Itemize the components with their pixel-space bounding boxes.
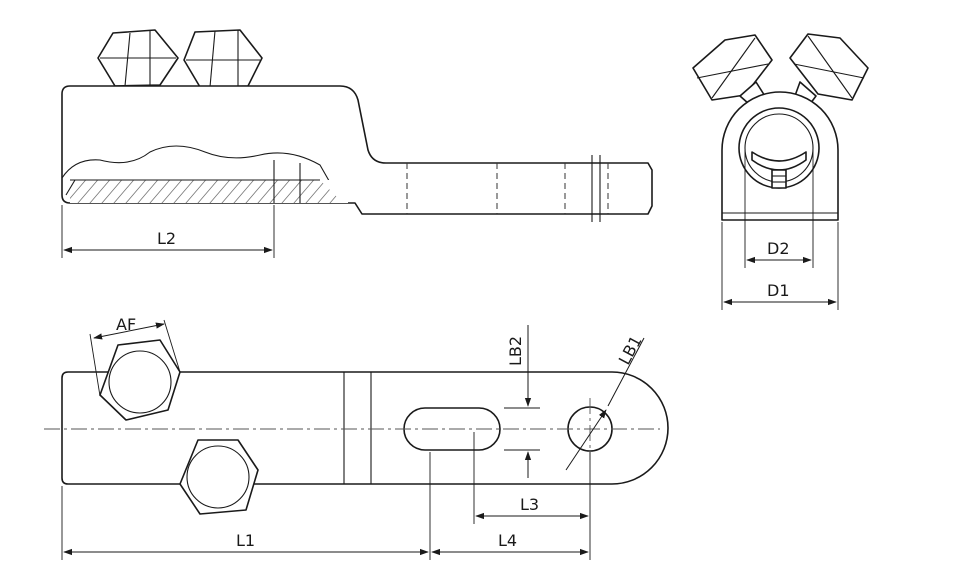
- top-view: [44, 339, 669, 515]
- label-L1: L1: [236, 531, 255, 550]
- label-LB1: LB1: [615, 332, 646, 367]
- label-L4: L4: [498, 531, 517, 550]
- side-view: [61, 29, 653, 222]
- hex-bolt-head-left: [97, 29, 179, 87]
- dimension-L2: L2: [61, 205, 275, 258]
- bolt-tip-shoe: [751, 151, 807, 171]
- label-LB2: LB2: [506, 336, 525, 366]
- dimension-D1: D1: [721, 222, 839, 310]
- label-D1: D1: [767, 281, 790, 300]
- dimension-D2: D2: [744, 150, 814, 268]
- dimension-LB2: LB2: [504, 325, 540, 478]
- dimension-AF: AF: [89, 315, 181, 397]
- label-D2: D2: [767, 239, 790, 258]
- section-break-line: [61, 145, 341, 201]
- end-view: [692, 33, 869, 221]
- dimension-L1: L1: [61, 452, 431, 560]
- section-hatch: [70, 180, 348, 203]
- dimension-L3: L3: [473, 432, 591, 524]
- label-L3: L3: [520, 495, 539, 514]
- label-L2: L2: [157, 229, 176, 248]
- hex-bolt-top-2: [179, 439, 259, 515]
- label-AF: AF: [116, 315, 136, 334]
- dimension-L4: L4: [431, 524, 591, 560]
